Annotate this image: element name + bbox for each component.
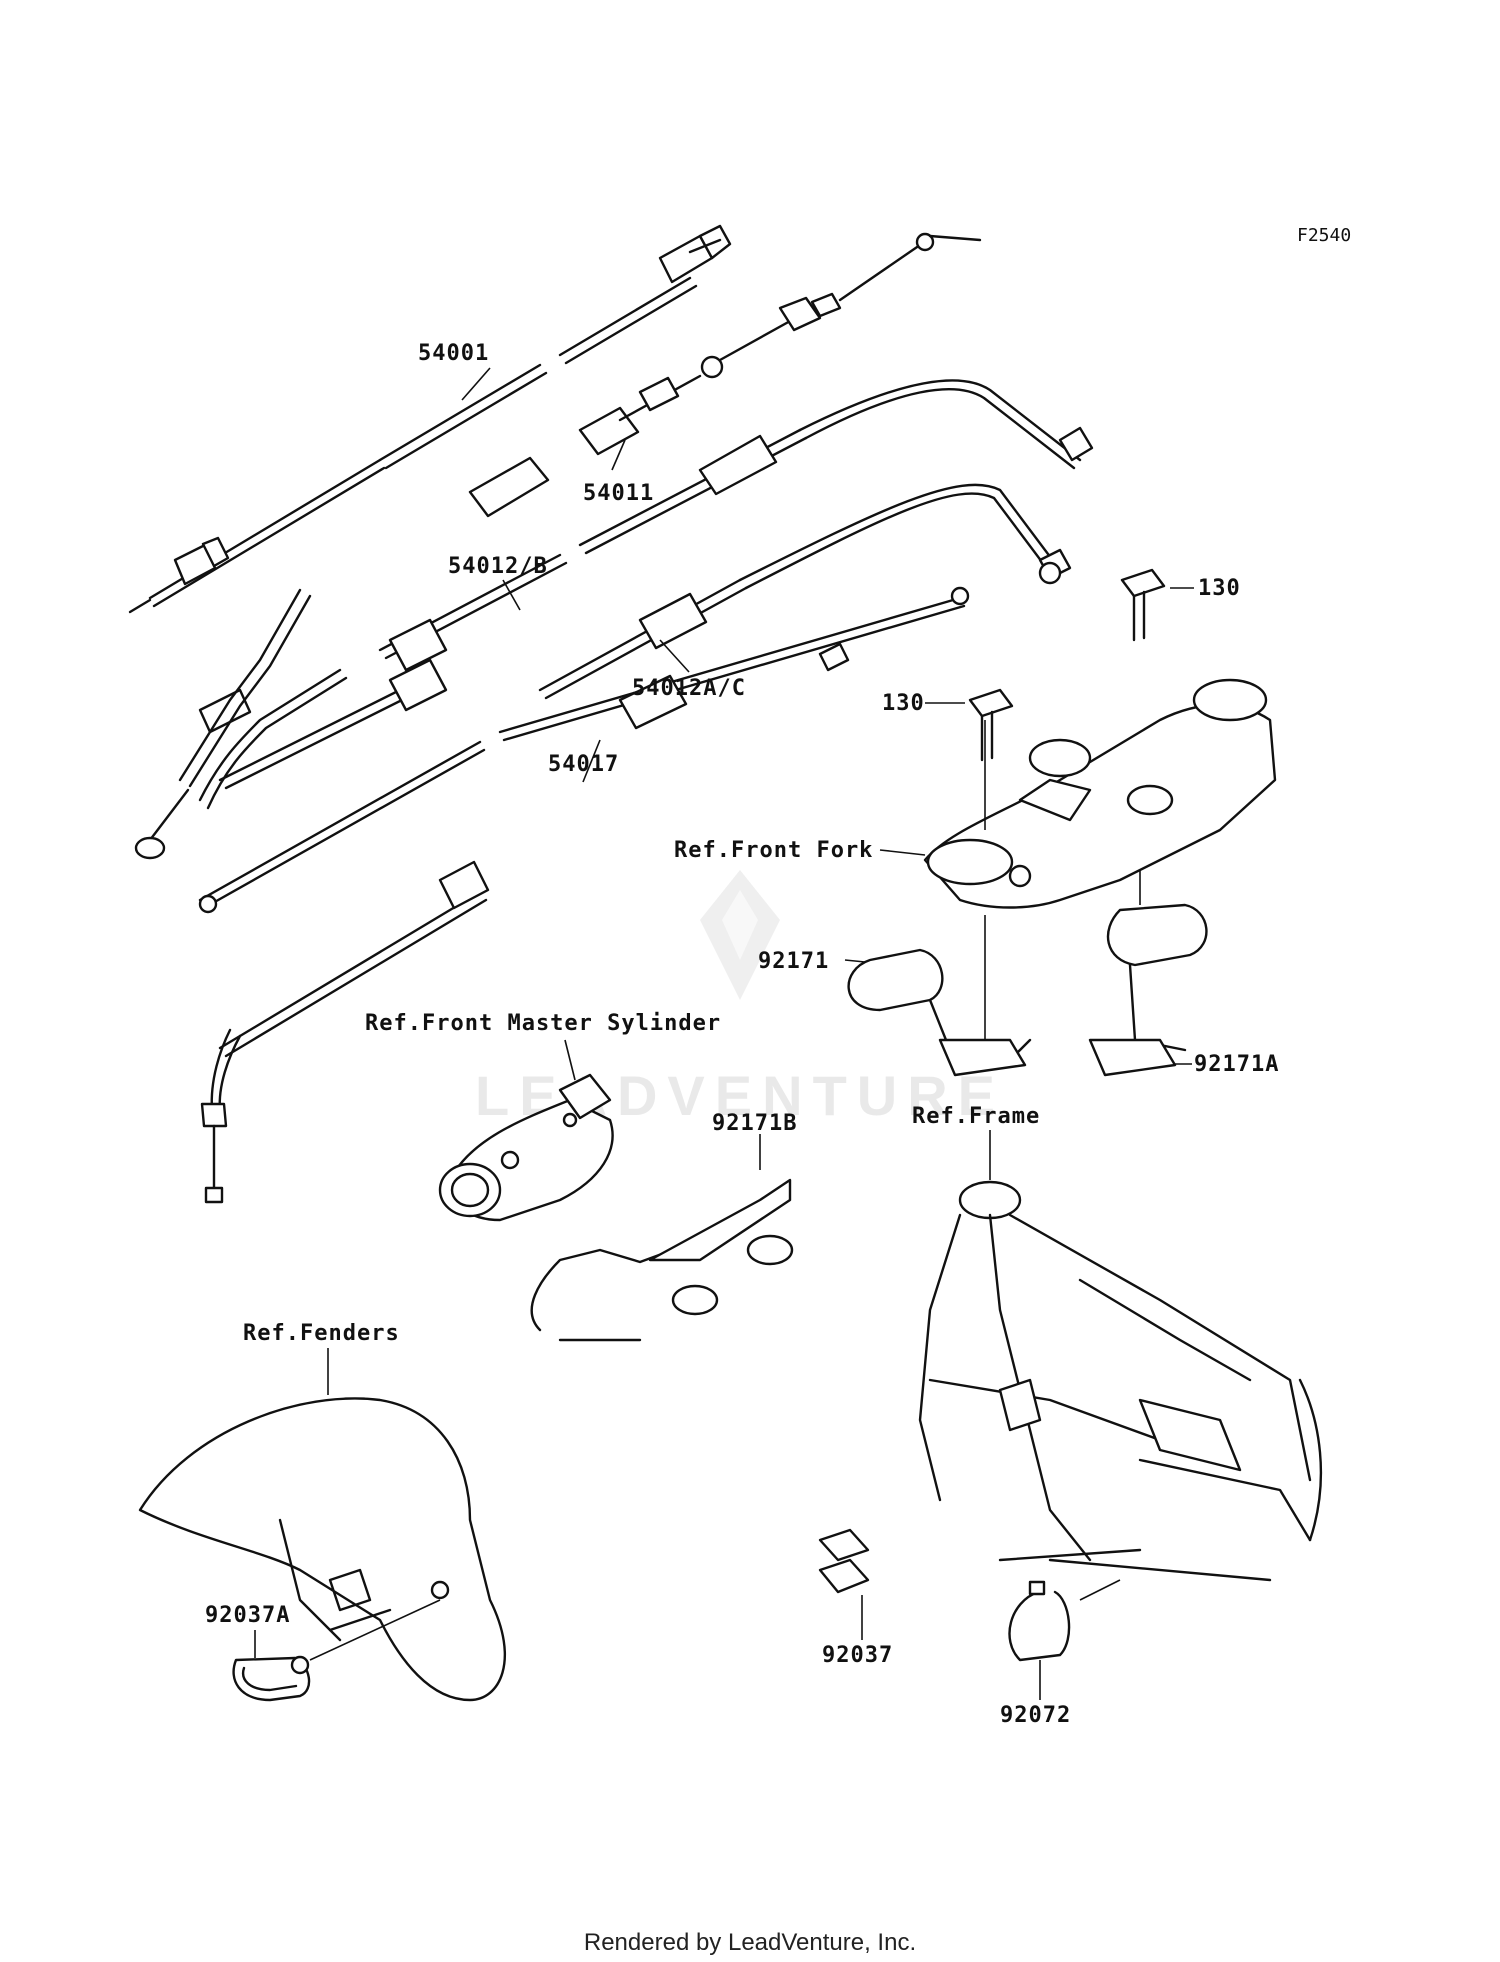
choke-cable-54017[interactable]: [198, 586, 970, 914]
front-fender: [138, 1397, 507, 1702]
cable-lower-left-ends: [128, 588, 312, 860]
diagram-code: F2540: [1297, 225, 1351, 246]
part-54017[interactable]: 54017: [548, 752, 619, 777]
ref-front-master[interactable]: Ref.Front Master Sylinder: [365, 1011, 721, 1036]
clamp-92171[interactable]: [844, 915, 1032, 1077]
part-92171[interactable]: 92171: [758, 949, 829, 974]
part-92171A[interactable]: 92171A: [1194, 1052, 1279, 1077]
bolt-130-left[interactable]: [925, 688, 1014, 762]
bolt-130-right[interactable]: [1120, 568, 1194, 642]
part-54001[interactable]: 54001: [418, 341, 489, 366]
part-130-left[interactable]: 130: [882, 691, 925, 716]
clamp-92037A[interactable]: [232, 1599, 441, 1702]
throttle-cable-54012B[interactable]: [198, 379, 1094, 810]
speedometer-cable-54001[interactable]: [148, 224, 732, 608]
front-fork-bracket: [923, 678, 1277, 909]
part-54012B[interactable]: 54012/B: [448, 554, 548, 579]
part-92037A[interactable]: 92037A: [205, 1603, 290, 1628]
cable-leaders: [461, 367, 690, 783]
ref-front-fork[interactable]: Ref.Front Fork: [674, 838, 873, 863]
part-130-right[interactable]: 130: [1198, 576, 1241, 601]
part-92037[interactable]: 92037: [822, 1643, 893, 1668]
ref-fenders[interactable]: Ref.Fenders: [243, 1321, 400, 1346]
footer-credit: Rendered by LeadVenture, Inc.: [584, 1929, 916, 1956]
clamp-92171A[interactable]: [1088, 870, 1208, 1077]
front-master-cylinder: [438, 1073, 614, 1222]
clamp-92072[interactable]: [1008, 1579, 1121, 1700]
clutch-cable-54011[interactable]: [468, 232, 982, 518]
lower-cable[interactable]: [200, 860, 490, 1204]
throttle-cable-54012AC[interactable]: [218, 483, 1072, 790]
part-54012AC[interactable]: 54012A/C: [632, 676, 746, 701]
clamp-92037[interactable]: [818, 1528, 870, 1640]
part-92072[interactable]: 92072: [1000, 1703, 1071, 1728]
frame: [918, 1180, 1323, 1582]
part-92171B[interactable]: 92171B: [712, 1111, 797, 1136]
ref-frame[interactable]: Ref.Frame: [912, 1104, 1040, 1129]
clamp-92171B[interactable]: [530, 1134, 794, 1342]
watermark: LEADVENTURE: [475, 870, 995, 1127]
part-54011[interactable]: 54011: [583, 481, 654, 506]
